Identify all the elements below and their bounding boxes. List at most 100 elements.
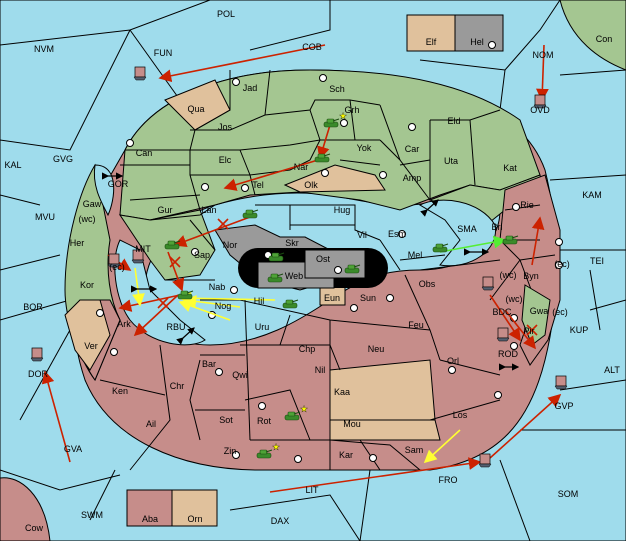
land-label: Ark [117, 319, 131, 329]
land-label: Los [453, 410, 468, 420]
sea-label: OVD [530, 105, 550, 115]
fleet-unit [481, 276, 495, 291]
land-label: Bri [492, 222, 503, 232]
sea-label: FRO [439, 475, 458, 485]
land-label: Nab [209, 282, 226, 292]
sea-label: BDC [492, 307, 512, 317]
land-label: Gur [157, 205, 172, 215]
sea-label: POL [217, 9, 235, 19]
land-label: Vil [357, 230, 367, 240]
land-label: Elc [219, 155, 232, 165]
support-x-marks [157, 218, 538, 336]
sea-label: GVA [64, 444, 82, 454]
land-label: Hug [334, 205, 351, 215]
land-label: Esm [388, 229, 406, 239]
land-label: Uta [444, 156, 458, 166]
land-label: Ver [84, 341, 98, 351]
land-label: Qwi [232, 370, 248, 380]
land-label: Kat [503, 163, 517, 173]
sea-label: MVU [35, 212, 55, 222]
land-label: Orl [447, 356, 459, 366]
sea-label: SMA [457, 224, 477, 234]
land-label: Pir [524, 326, 535, 336]
sea-label: (ec) [554, 259, 570, 269]
land-label: Eld [447, 116, 460, 126]
fleet-unit [496, 327, 510, 342]
sea-label: (wc) [500, 270, 517, 280]
land-label: Web [285, 271, 303, 281]
land-label: Mel [408, 250, 423, 260]
sea-label: Kor [80, 280, 94, 290]
fleet-unit [478, 453, 492, 468]
supply-centers [96, 41, 563, 463]
fleet-unit [30, 347, 44, 362]
sea-label: (ec) [552, 307, 568, 317]
sea-label: TEI [590, 256, 604, 266]
land-label: Ail [146, 419, 156, 429]
land-label: Bar [202, 359, 216, 369]
aba-box [126, 489, 173, 527]
land-label: Grh [344, 105, 359, 115]
sea-label: GOR [108, 179, 129, 189]
army-unit [502, 235, 519, 245]
sea-label: NVM [34, 44, 54, 54]
land-label: Kaa [334, 387, 350, 397]
land-label: Ken [112, 386, 128, 396]
sea-label: DAX [271, 516, 290, 526]
province-borders [99, 69, 556, 471]
fleet-unit [554, 375, 568, 390]
sea-label: GVG [53, 154, 73, 164]
land-label: Sam [405, 445, 424, 455]
land-label: Tel [252, 180, 264, 190]
land-label: Chp [299, 344, 316, 354]
land-label: Car [405, 144, 420, 154]
sea-label: (wc) [506, 294, 523, 304]
land-label: Rie [520, 200, 534, 210]
sea-label: GVP [554, 401, 573, 411]
land-label: Feu [408, 320, 424, 330]
svg-text:★: ★ [339, 111, 347, 121]
army-unit [164, 240, 181, 250]
sea-label: KAM [582, 190, 602, 200]
sea-label: NOM [533, 50, 554, 60]
land-label: Ost [316, 254, 331, 264]
sea-label: (ec) [109, 262, 125, 272]
land-label: Hel [470, 37, 484, 47]
gwa-green [521, 284, 551, 346]
sea-label: COB [302, 42, 322, 52]
land-label: Mou [343, 419, 361, 429]
orn-box [171, 489, 218, 527]
land-label: Nor [223, 240, 238, 250]
land-label: Sun [360, 293, 376, 303]
olk-tan [283, 164, 386, 193]
land-label: Obs [419, 279, 436, 289]
land-label: Neu [368, 344, 385, 354]
army-unit [314, 153, 331, 163]
elf-box [406, 14, 456, 52]
land-label: Qua [187, 104, 204, 114]
sea-label: MIT [135, 244, 151, 254]
svg-text:★: ★ [272, 442, 280, 452]
land-label: Lan [201, 205, 216, 215]
land-label: Orn [187, 514, 202, 524]
land-label: Zin [224, 446, 237, 456]
sea-label: Gaw [83, 199, 102, 209]
land-label: Chr [170, 381, 185, 391]
army-unit [432, 243, 449, 253]
land-label: Jad [243, 83, 258, 93]
yellow-orders [132, 267, 461, 464]
land-label: Olk [304, 180, 318, 190]
army-unit [177, 290, 194, 300]
army-unit [268, 252, 285, 262]
sea-label: ROD [498, 349, 519, 359]
army-unit [267, 273, 284, 283]
fleet-unit [107, 253, 121, 268]
land-label: Kar [339, 450, 353, 460]
army-unit: ★ [284, 404, 308, 421]
land-label: Uru [255, 322, 270, 332]
sea-label: BOR [23, 302, 43, 312]
army-unit [282, 299, 299, 309]
army-unit: ★ [256, 442, 280, 459]
